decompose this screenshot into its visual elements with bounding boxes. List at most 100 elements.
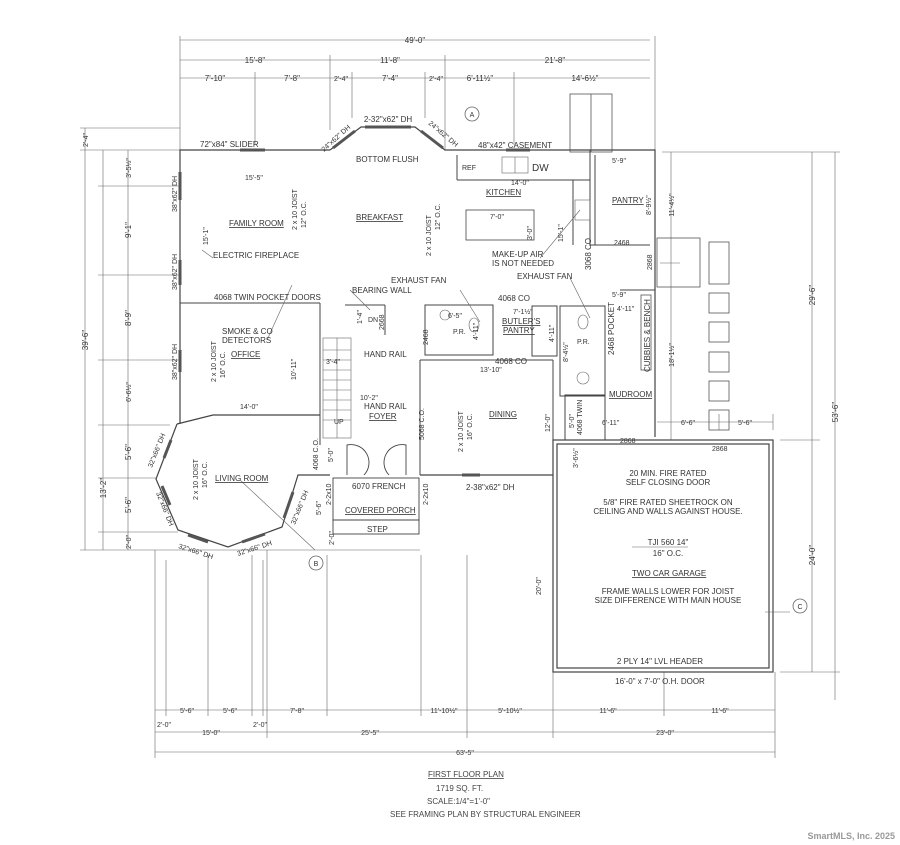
stair-up: UP bbox=[334, 419, 344, 426]
dim-interior: 5'-0" bbox=[328, 448, 335, 462]
dim-right: 11'-4½" bbox=[668, 193, 676, 217]
door-label: 2468 POCKET bbox=[607, 302, 616, 355]
door-label: 2468 bbox=[423, 329, 430, 345]
note-sheetrock: 5/8" FIRE RATED SHEETROCK ON bbox=[603, 498, 733, 507]
dim-top-mid: 15'-8" bbox=[245, 56, 266, 65]
exterior-cabinets bbox=[569, 93, 730, 431]
plan-title: FIRST FLOOR PLAN bbox=[428, 770, 504, 779]
dim-right: 18'-1½" bbox=[668, 343, 676, 367]
porch-step: STEP bbox=[367, 525, 388, 534]
dim-left: 2'-0" bbox=[126, 535, 133, 549]
dim-interior: 8'-9½" bbox=[645, 195, 653, 215]
window-label: 38"x62" DH bbox=[172, 176, 179, 212]
marker-a: A bbox=[470, 112, 475, 119]
note-bay-right: 24"x62" DH bbox=[427, 120, 459, 149]
dim-interior: 10'-2" bbox=[360, 395, 378, 402]
dim-interior: 6'-5" bbox=[448, 313, 462, 320]
room-living-room: LIVING ROOM bbox=[215, 474, 269, 483]
room-covered-porch: COVERED PORCH bbox=[345, 506, 416, 515]
dim-top-detail: 7'-10" bbox=[205, 74, 226, 83]
dim-left: 9'-1" bbox=[124, 222, 133, 238]
dim-interior: 14'-0" bbox=[240, 404, 258, 411]
door-label: 4068 TWIN bbox=[577, 400, 584, 435]
note-hand-rail: HAND RAIL bbox=[364, 402, 407, 411]
window-label: 38"x62" DH bbox=[172, 254, 179, 290]
dim-bottom-overall: 63'-5" bbox=[456, 750, 474, 757]
dim-interior: 5'-6" bbox=[316, 501, 323, 515]
leader-lines bbox=[201, 209, 790, 613]
note-bearing-wall: BEARING WALL bbox=[352, 286, 412, 295]
dim-interior: 10'-11" bbox=[291, 358, 298, 380]
note-tji: TJI 560 14" bbox=[648, 538, 689, 547]
dim-interior: 3'-0" bbox=[527, 226, 534, 240]
dim-right: 53'-6" bbox=[831, 402, 840, 423]
note-slider: 72"x84" SLIDER bbox=[200, 140, 259, 149]
door-label: 4068 CO bbox=[495, 357, 527, 366]
right-dimensions bbox=[657, 151, 840, 700]
door-label: 5068 C.O. bbox=[419, 408, 426, 440]
dim-bottom-small: 2'-0" bbox=[157, 722, 171, 729]
marker-c: C bbox=[797, 604, 802, 611]
note-post: 2-2x10 bbox=[326, 483, 333, 505]
note-bottom-flush: BOTTOM FLUSH bbox=[356, 155, 419, 164]
dim-top-detail: 7'-8" bbox=[284, 74, 300, 83]
note-bay-window: 2-32"x62" DH bbox=[364, 115, 413, 124]
dim-bottom-small: 2'-0" bbox=[253, 722, 267, 729]
note-ref: REF bbox=[462, 165, 476, 172]
dim-left: 8'-9" bbox=[124, 310, 133, 326]
dim-left: 13'-2" bbox=[99, 478, 108, 499]
joist-note: 2 x 10 JOIST bbox=[193, 458, 200, 500]
window-label: 32"x66" DH bbox=[177, 543, 214, 561]
dim-right: 29'-6" bbox=[808, 285, 817, 306]
dim-bottom-detail: 5'-6" bbox=[223, 708, 237, 715]
dim-top-detail: 6'-11½" bbox=[467, 74, 494, 83]
window-label: 2-38"x62" DH bbox=[466, 483, 515, 492]
dim-interior: 15'-1" bbox=[558, 224, 565, 242]
note-pocket-doors: 4068 TWIN POCKET DOORS bbox=[214, 293, 321, 302]
dim-top-overall: 49'-0" bbox=[405, 36, 426, 45]
room-kitchen: KITCHEN bbox=[486, 188, 521, 197]
dim-interior: 12'-0" bbox=[545, 414, 552, 432]
room-dining: DINING bbox=[489, 410, 517, 419]
joist-note: 16" O.C. bbox=[202, 461, 209, 488]
joist-note: 2 x 10 JOIST bbox=[292, 188, 299, 230]
dim-bottom-mid: 25'-5" bbox=[361, 730, 379, 737]
watermark: SmartMLS, Inc. 2025 bbox=[807, 831, 895, 841]
dim-left: 3'-5½" bbox=[125, 158, 133, 178]
dim-top-detail: 2'-4" bbox=[429, 76, 443, 83]
room-foyer: FOYER bbox=[369, 412, 397, 421]
dim-right: 6'-6" bbox=[681, 420, 695, 427]
window-label: 32"x66" DH bbox=[147, 433, 167, 469]
powder-room-label: P.R. bbox=[577, 339, 590, 346]
bottom-dimensions bbox=[154, 550, 776, 758]
dim-interior: 13'-10" bbox=[480, 367, 502, 374]
section-markers bbox=[308, 106, 808, 614]
dim-interior: 4'-11" bbox=[549, 324, 556, 342]
dim-top-mid: 11'-8" bbox=[380, 56, 400, 65]
room-office: OFFICE bbox=[231, 350, 260, 359]
dim-bottom-mid: 15'-0" bbox=[202, 730, 220, 737]
door-label: 2668 bbox=[379, 314, 386, 330]
room-garage: TWO CAR GARAGE bbox=[632, 569, 706, 578]
dim-left: 5'-6" bbox=[124, 497, 133, 513]
note-fireplace: ELECTRIC FIREPLACE bbox=[213, 251, 299, 260]
dim-left: 2'-4" bbox=[83, 133, 90, 147]
dim-top-detail: 14'-6½" bbox=[571, 74, 598, 83]
joist-note: 16" O.C. bbox=[220, 351, 227, 378]
note-exhaust-fan: EXHAUST FAN bbox=[391, 276, 447, 285]
dim-interior: 4'-11" bbox=[617, 306, 635, 313]
dim-interior: 15'-5" bbox=[245, 175, 263, 182]
dim-left: 5'-6" bbox=[124, 444, 133, 460]
note-frame-walls: SIZE DIFFERENCE WITH MAIN HOUSE bbox=[595, 596, 742, 605]
door-label: 2868 bbox=[712, 446, 728, 453]
note-smoke-detectors: DETECTORS bbox=[222, 336, 271, 345]
range bbox=[574, 199, 591, 221]
dim-interior: 3'-6½" bbox=[572, 448, 580, 468]
note-exhaust-fan: EXHAUST FAN bbox=[517, 272, 573, 281]
covered-porch bbox=[332, 444, 420, 535]
door-label: 2868 bbox=[647, 254, 654, 270]
dim-interior: 2'-0" bbox=[329, 531, 336, 545]
dim-bottom-detail: 7'-8" bbox=[290, 708, 304, 715]
dim-bottom-detail: 11'-6" bbox=[599, 708, 617, 715]
